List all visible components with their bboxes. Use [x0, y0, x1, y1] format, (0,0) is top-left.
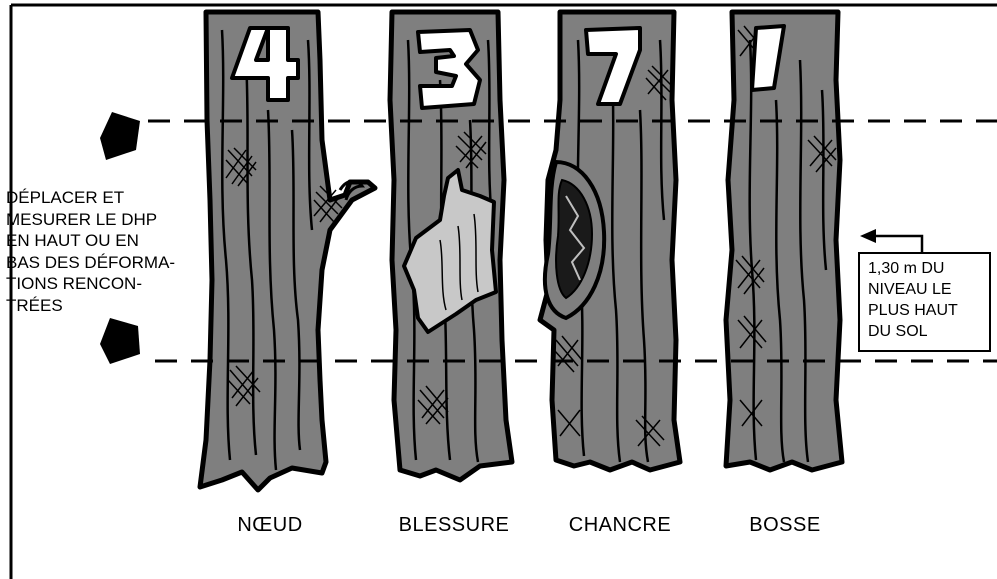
height-note-box: 1,30 m DU NIVEAU LE PLUS HAUT DU SOL [858, 252, 991, 352]
height-note-line: NIVEAU LE [868, 279, 989, 300]
tree-label-noeud: NŒUD [195, 514, 345, 537]
height-note-line: 1,30 m DU [868, 258, 989, 279]
height-note-line: DU SOL [868, 321, 989, 342]
upper-arrow-icon [100, 112, 140, 160]
side-note-line: TRÉES [6, 295, 175, 317]
side-note-line: DÉPLACER ET [6, 187, 175, 209]
tree-label-chancre: CHANCRE [545, 514, 695, 537]
side-note: DÉPLACER ET MESURER LE DHP EN HAUT OU EN… [6, 187, 175, 316]
tree-label-blessure: BLESSURE [379, 514, 529, 537]
side-note-line: TIONS RENCON- [6, 273, 175, 295]
lower-arrow-icon [100, 318, 140, 364]
side-note-line: MESURER LE DHP [6, 209, 175, 231]
tree-label-bosse: BOSSE [710, 514, 860, 537]
height-pointer-line [872, 236, 922, 252]
tree-trunk-blessure [390, 12, 512, 480]
side-note-line: EN HAUT OU EN [6, 230, 175, 252]
height-note-line: PLUS HAUT [868, 300, 989, 321]
height-pointer-arrow-icon [860, 229, 876, 243]
side-note-line: BAS DES DÉFORMA- [6, 252, 175, 274]
tree-trunk-bosse [726, 12, 842, 470]
